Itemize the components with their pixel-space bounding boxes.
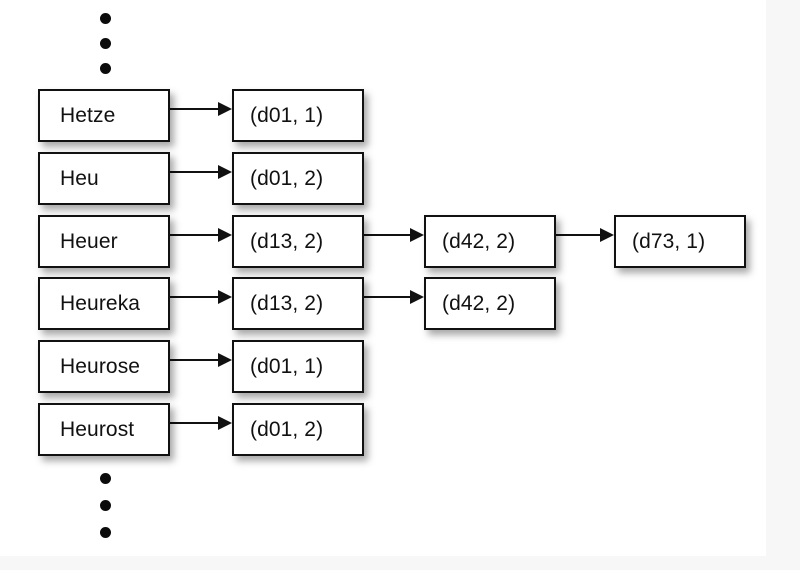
dictionary-term-box[interactable]: Hetze	[38, 89, 170, 142]
posting-box[interactable]: (d13, 2)	[232, 277, 364, 330]
dictionary-term-box[interactable]: Heuer	[38, 215, 170, 268]
posting-box-label: (d73, 1)	[632, 229, 706, 253]
posting-box[interactable]: (d13, 2)	[232, 215, 364, 268]
posting-box-label: (d01, 1)	[250, 103, 324, 127]
arrow-head-icon	[410, 228, 424, 242]
ellipsis-bottom-dot	[100, 527, 111, 538]
arrow-head-icon	[600, 228, 614, 242]
arrow-d13-2-to-d42-2-a	[364, 228, 424, 242]
arrow-hetze-to-d01-1	[170, 102, 232, 116]
ellipsis-bottom-dot	[100, 473, 111, 484]
arrow-head-icon	[218, 353, 232, 367]
posting-box-label: (d01, 2)	[250, 417, 324, 441]
arrow-shaft	[170, 171, 219, 174]
ellipsis-top-dot	[100, 63, 111, 74]
dictionary-term-box[interactable]: Heureka	[38, 277, 170, 330]
posting-box[interactable]: (d42, 2)	[424, 215, 556, 268]
arrow-heurose-to-d01-1	[170, 353, 232, 367]
posting-box[interactable]: (d01, 2)	[232, 403, 364, 456]
arrow-shaft	[170, 296, 219, 299]
dictionary-term-box[interactable]: Heurose	[38, 340, 170, 393]
arrow-head-icon	[410, 290, 424, 304]
arrow-shaft	[170, 422, 219, 425]
dictionary-term-box-label: Hetze	[60, 103, 116, 127]
ellipsis-bottom-dot	[100, 500, 111, 511]
posting-box[interactable]: (d01, 1)	[232, 89, 364, 142]
posting-box-label: (d42, 2)	[442, 229, 516, 253]
posting-box[interactable]: (d01, 2)	[232, 152, 364, 205]
posting-box[interactable]: (d73, 1)	[614, 215, 746, 268]
posting-box-label: (d13, 2)	[250, 291, 324, 315]
posting-box[interactable]: (d42, 2)	[424, 277, 556, 330]
arrow-d13-2-to-d42-2-b	[364, 290, 424, 304]
posting-box-label: (d42, 2)	[442, 291, 516, 315]
arrow-shaft	[364, 234, 411, 237]
arrow-heureka-to-d13-2	[170, 290, 232, 304]
arrow-head-icon	[218, 165, 232, 179]
dictionary-term-box-label: Heurost	[60, 417, 135, 441]
posting-box[interactable]: (d01, 1)	[232, 340, 364, 393]
arrow-heuer-to-d13-2	[170, 228, 232, 242]
ellipsis-top-dot	[100, 13, 111, 24]
arrow-shaft	[170, 359, 219, 362]
dictionary-term-box-label: Heu	[60, 166, 99, 190]
posting-box-label: (d01, 1)	[250, 354, 324, 378]
dictionary-term-box[interactable]: Heurost	[38, 403, 170, 456]
arrow-head-icon	[218, 290, 232, 304]
arrow-d42-2-to-d73-1	[556, 228, 614, 242]
arrow-head-icon	[218, 102, 232, 116]
arrow-shaft	[364, 296, 411, 299]
arrow-heu-to-d01-2	[170, 165, 232, 179]
arrow-heurost-to-d01-2	[170, 416, 232, 430]
dictionary-term-box[interactable]: Heu	[38, 152, 170, 205]
dictionary-term-box-label: Heurose	[60, 354, 141, 378]
dictionary-term-box-label: Heuer	[60, 229, 118, 253]
arrow-head-icon	[218, 416, 232, 430]
posting-box-label: (d01, 2)	[250, 166, 324, 190]
arrow-head-icon	[218, 228, 232, 242]
arrow-shaft	[170, 234, 219, 237]
dictionary-term-box-label: Heureka	[60, 291, 141, 315]
ellipsis-top-dot	[100, 38, 111, 49]
arrow-shaft	[556, 234, 601, 237]
arrow-shaft	[170, 108, 219, 111]
posting-box-label: (d13, 2)	[250, 229, 324, 253]
